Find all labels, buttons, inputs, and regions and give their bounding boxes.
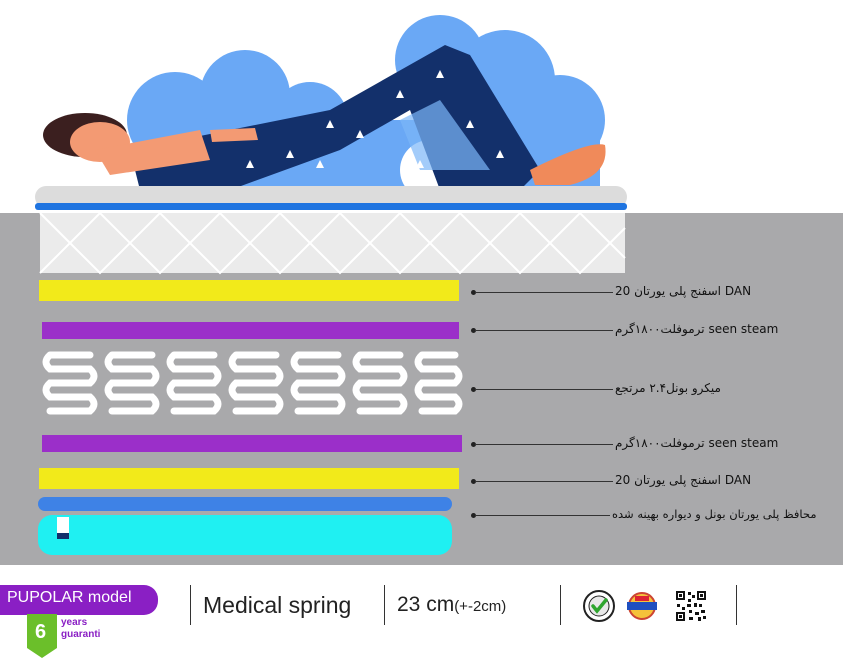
guarantee-years: years bbox=[61, 617, 88, 628]
divider bbox=[190, 585, 191, 625]
layer-label-foam-bottom: اسفنج پلی یورتان 20 DAN bbox=[615, 473, 752, 487]
layer-label-protector: محافظ پلی یورتان بونل و دیواره بهینه شده bbox=[612, 507, 817, 521]
divider bbox=[560, 585, 561, 625]
felt-bottom-layer bbox=[42, 435, 462, 452]
product-name: Medical spring bbox=[203, 592, 352, 618]
leader-line bbox=[475, 389, 613, 390]
guarantee-text: guaranti bbox=[61, 629, 101, 640]
leader-dot bbox=[471, 387, 476, 392]
leader-dot bbox=[471, 442, 476, 447]
satisfaction-100-icon bbox=[627, 592, 657, 620]
spring-layer bbox=[42, 351, 463, 415]
model-badge-label: PUPOLAR model bbox=[7, 589, 132, 606]
layer-label-felt-top: ترموفلت۱۸۰۰گرم seen steam bbox=[615, 322, 779, 336]
tag-icon bbox=[57, 517, 69, 537]
height-spec: 23 cm(+-2cm) bbox=[397, 593, 506, 617]
leader-dot bbox=[471, 513, 476, 518]
qr-code-icon bbox=[675, 590, 707, 622]
leader-line bbox=[475, 330, 613, 331]
approved-seal-icon bbox=[583, 590, 615, 622]
height-tolerance: (+-2cm) bbox=[454, 598, 507, 615]
model-badge bbox=[0, 585, 158, 615]
layer-label-felt-bottom: ترموفلت۱۸۰۰گرم seen steam bbox=[615, 436, 779, 450]
layer-label-springs: میکرو بونل۲.۴ مرتجع bbox=[615, 381, 721, 395]
leader-dot bbox=[471, 290, 476, 295]
protector-border bbox=[38, 497, 452, 511]
felt-top-layer bbox=[42, 322, 459, 339]
guarantee-shield-icon bbox=[27, 614, 57, 658]
leader-line bbox=[475, 444, 613, 445]
sleeping-person-illustration bbox=[18, 15, 606, 202]
height-main: 23 cm bbox=[397, 593, 455, 616]
protector-layer bbox=[38, 515, 452, 555]
layer-label-foam-top: اسفنج پلی یورتان 20 DAN bbox=[615, 284, 752, 298]
leader-line bbox=[475, 292, 613, 293]
leader-line bbox=[475, 481, 613, 482]
mattress-layers bbox=[38, 280, 463, 555]
leader-dot bbox=[471, 328, 476, 333]
divider bbox=[736, 585, 737, 625]
leader-line bbox=[475, 515, 610, 516]
leader-dot bbox=[471, 479, 476, 484]
mattress-top-quilt bbox=[35, 186, 627, 275]
divider bbox=[384, 585, 385, 625]
guarantee-number: 6 bbox=[35, 621, 47, 643]
foam-bottom-layer bbox=[39, 468, 459, 489]
foam-top-layer bbox=[39, 280, 459, 301]
